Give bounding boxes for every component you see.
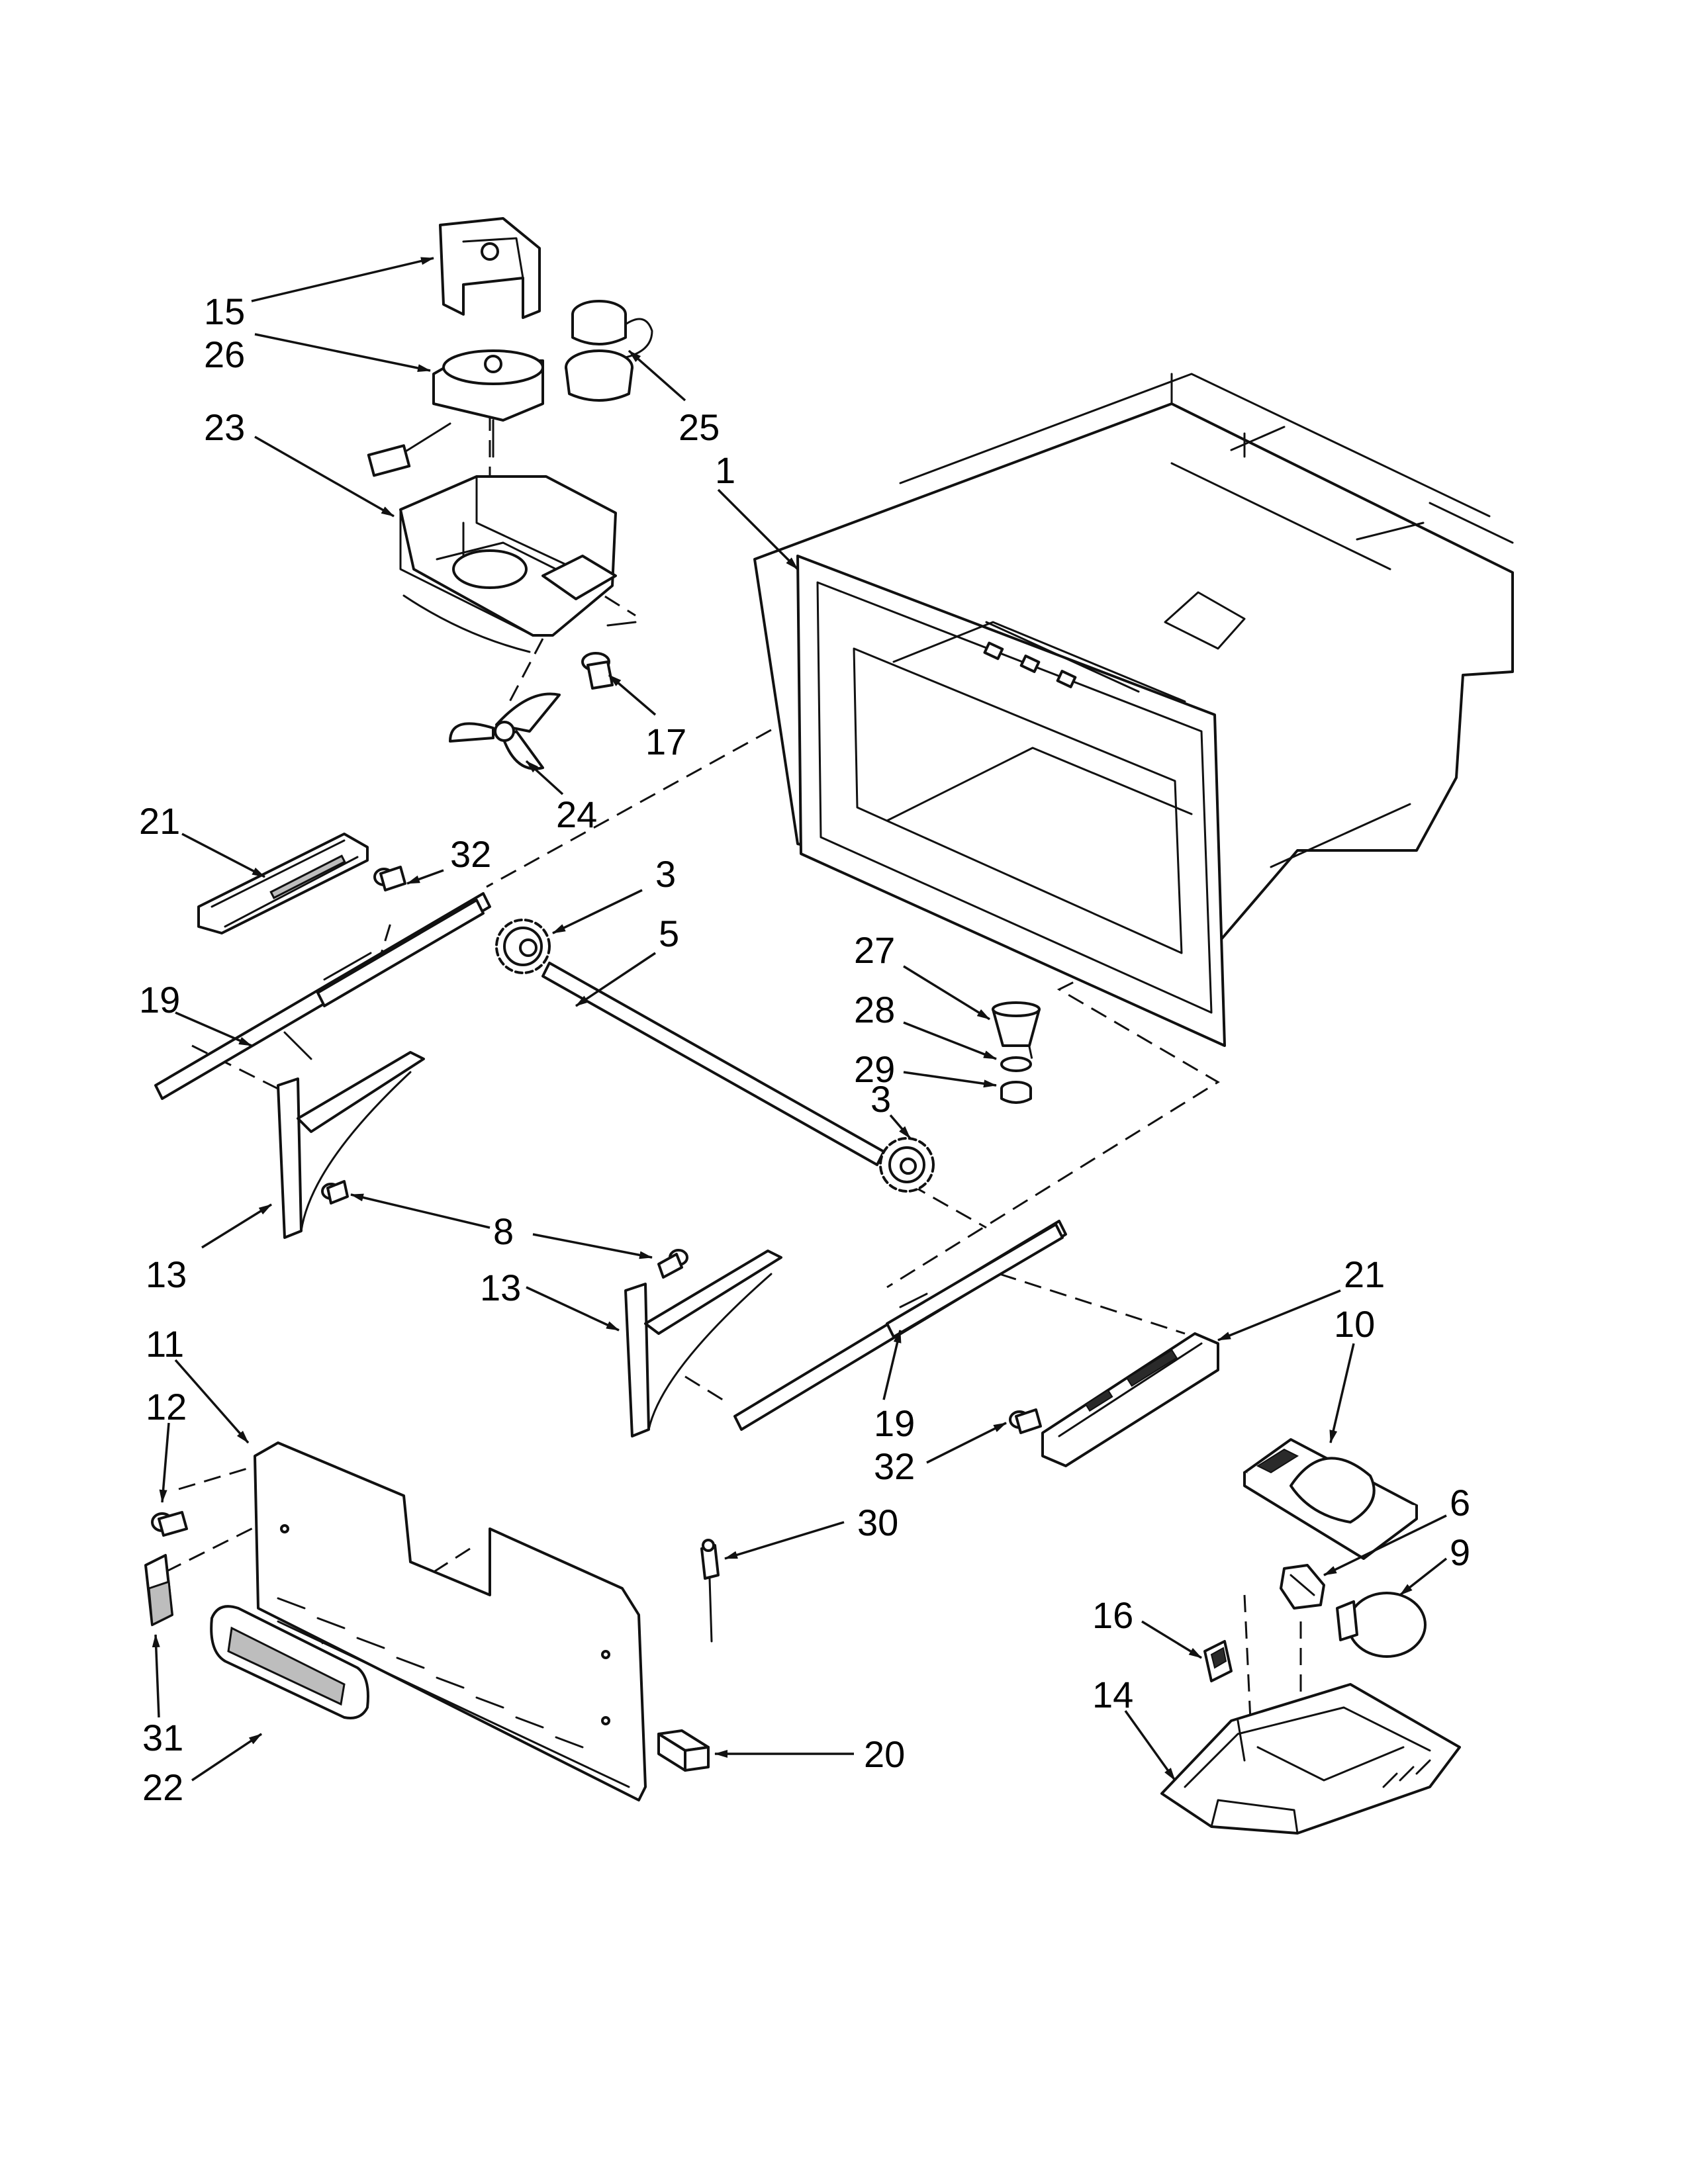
callout-32-right: 32 [874, 1445, 915, 1487]
light-bulb [1336, 1592, 1427, 1658]
screw-12 [151, 1511, 188, 1537]
screw-8-right [657, 1249, 688, 1279]
drawer-slide-rail-right [733, 1220, 1067, 1431]
drawer-bracket-right [624, 1250, 782, 1437]
drawer-slide-rail-left [154, 892, 491, 1100]
evaporator-fan-motor [367, 349, 544, 477]
callout-15: 15 [204, 291, 245, 332]
pinion-gear-upper [495, 919, 551, 974]
light-switch [1203, 1640, 1233, 1682]
callout-1: 1 [715, 449, 735, 491]
callout-9: 9 [1450, 1531, 1470, 1573]
sensor-cap-assembly [992, 1001, 1041, 1104]
callout-13-left: 13 [146, 1253, 187, 1295]
callout-20: 20 [864, 1733, 905, 1775]
callout-13-right: 13 [480, 1267, 521, 1308]
drawer-slide-cover-left [197, 833, 369, 934]
callout-25: 25 [679, 406, 720, 448]
drawer-shaft [541, 962, 885, 1166]
drawer-bracket-left [277, 1051, 425, 1239]
callout-8: 8 [493, 1210, 514, 1252]
control-light-housing [1160, 1683, 1461, 1835]
callout-21-left: 21 [139, 800, 180, 842]
callout-5: 5 [659, 913, 679, 954]
gasket-strip [657, 1729, 710, 1772]
callout-31: 31 [142, 1717, 183, 1758]
screw-32-right [1009, 1408, 1042, 1434]
callout-29: 29 [854, 1048, 895, 1090]
leader-lines [152, 257, 1448, 1782]
callout-30: 30 [857, 1502, 898, 1543]
screw-32-left [373, 866, 406, 891]
fan-motor-bracket [439, 217, 541, 319]
callout-19-left: 19 [139, 979, 180, 1021]
callout-10: 10 [1334, 1303, 1375, 1345]
fan-blade [449, 692, 561, 770]
callout-6: 6 [1450, 1482, 1470, 1524]
light-housing-cover [1243, 1438, 1418, 1560]
callout-19-right: 19 [874, 1402, 915, 1444]
screw-8-left [321, 1180, 349, 1205]
freezer-rear-panel [254, 1441, 647, 1801]
toe-grille [210, 1605, 369, 1719]
screw-17 [581, 621, 637, 690]
lamp-socket [1280, 1564, 1325, 1610]
pinion-gear-lower [879, 1137, 935, 1193]
callout-24: 24 [556, 794, 597, 835]
callout-21-right: 21 [1344, 1253, 1385, 1295]
callout-26: 26 [204, 334, 245, 375]
callout-3-lower: 3 [870, 1078, 891, 1120]
grille-clip [144, 1554, 173, 1627]
callout-27: 27 [854, 929, 895, 971]
callout-23: 23 [204, 406, 245, 448]
thermistor-probe [700, 1539, 720, 1643]
callout-12: 12 [146, 1386, 187, 1428]
callout-11: 11 [146, 1323, 184, 1365]
drawer-slide-cover-right [1041, 1332, 1219, 1467]
callout-32-left: 32 [450, 833, 491, 875]
callout-22: 22 [142, 1766, 183, 1808]
callout-16: 16 [1092, 1594, 1133, 1636]
freezer-drawer-liner [753, 373, 1514, 1047]
callout-labels: 15 26 23 25 1 17 24 21 32 3 5 19 27 28 2… [139, 291, 1470, 1808]
callout-17: 17 [645, 721, 686, 762]
evaporator-fan-housing [399, 475, 617, 653]
callout-28: 28 [854, 989, 895, 1030]
callout-3-upper: 3 [655, 853, 676, 895]
callout-14: 14 [1092, 1674, 1133, 1715]
defrost-sensor [565, 300, 653, 402]
